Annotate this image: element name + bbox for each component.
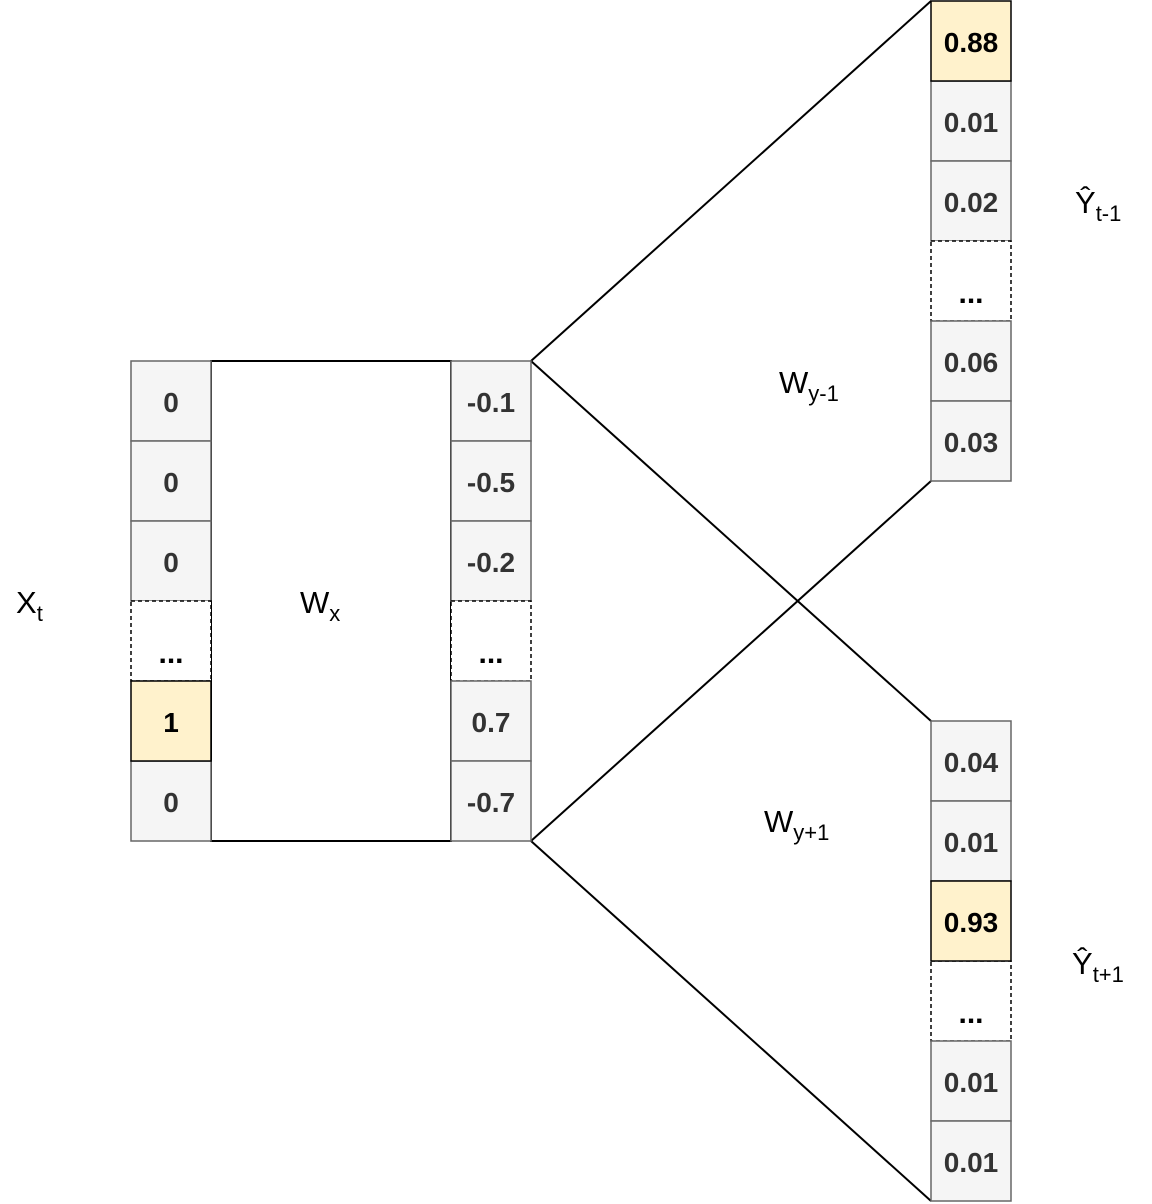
input-cell: ... <box>130 600 212 682</box>
cell-box-ellipsis <box>130 600 212 682</box>
cell-value: 0.02 <box>944 187 999 218</box>
output-prev-cell: 0.06 <box>930 320 1012 402</box>
cell-value: 0 <box>163 787 179 818</box>
output-prev-label: Ŷt-1 <box>1075 185 1122 226</box>
connector-hidden-to-next-bottom <box>530 840 932 1202</box>
output-next-cell: 0.01 <box>930 800 1012 882</box>
cell-box <box>450 360 532 442</box>
cell-box <box>450 760 532 842</box>
cell-box-ellipsis <box>930 960 1012 1042</box>
hidden-cell: -0.1 <box>450 360 532 442</box>
cell-value: 0.04 <box>944 747 999 778</box>
output-prev-cell: ... <box>930 240 1012 322</box>
hidden-cell: -0.2 <box>450 520 532 602</box>
output-prev-cell: 0.88 <box>930 0 1012 82</box>
cell-value: 0.88 <box>944 27 999 58</box>
cell-value: 0.03 <box>944 427 999 458</box>
cell-box-highlight <box>930 0 1012 82</box>
hidden-cell: ... <box>450 600 532 682</box>
cell-value: 0 <box>163 387 179 418</box>
cell-value: -0.7 <box>467 787 515 818</box>
cell-box-highlight <box>130 680 212 762</box>
input-vector-label: Xt <box>16 585 43 626</box>
cell-box <box>930 400 1012 482</box>
input-weights-matrix <box>210 360 452 842</box>
output-prev-cell: 0.02 <box>930 160 1012 242</box>
cell-value: ... <box>958 997 983 1030</box>
output-next-cell: 0.04 <box>930 720 1012 802</box>
cell-box <box>930 1120 1012 1202</box>
cell-value: 0.01 <box>944 107 999 138</box>
input-cell: 0 <box>130 440 212 522</box>
cell-value: 0.06 <box>944 347 999 378</box>
output-next-cell: 0.01 <box>930 1120 1012 1202</box>
cell-value: -0.2 <box>467 547 515 578</box>
output-prev-cell: 0.01 <box>930 80 1012 162</box>
output-next-cell: 0.93 <box>930 880 1012 962</box>
output-prev-cell: 0.03 <box>930 400 1012 482</box>
hidden-vector: -0.1 -0.5 -0.2... 0.7 -0.7 <box>450 360 532 842</box>
output-prev-weights-label: Wy-1 <box>779 365 839 406</box>
input-cell: 0 <box>130 520 212 602</box>
cell-box <box>930 800 1012 882</box>
hidden-cell: -0.5 <box>450 440 532 522</box>
cell-value: 0.01 <box>944 827 999 858</box>
cell-value: 0 <box>163 467 179 498</box>
cell-box-highlight <box>930 880 1012 962</box>
cell-box <box>930 80 1012 162</box>
hidden-cell: 0.7 <box>450 680 532 762</box>
cell-box <box>930 320 1012 402</box>
connector-lines <box>210 0 932 1202</box>
cell-value: 0 <box>163 547 179 578</box>
cell-box <box>130 520 212 602</box>
cell-value: 1 <box>163 707 179 738</box>
output-next-cell: 0.01 <box>930 1040 1012 1122</box>
cell-box <box>130 440 212 522</box>
output-next-vector: 0.04 0.01... 0.01 0.01 0.93 <box>930 720 1012 1202</box>
output-next-label: Ŷt+1 <box>1072 946 1124 987</box>
cell-box-ellipsis <box>930 240 1012 322</box>
cell-value: 0.01 <box>944 1147 999 1178</box>
input-cell: 0 <box>130 760 212 842</box>
output-prev-vector: 0.01 0.02... 0.06 0.03 0.88 <box>930 0 1012 482</box>
cell-value: -0.5 <box>467 467 515 498</box>
cell-box-ellipsis <box>450 600 532 682</box>
cell-value: ... <box>958 277 983 310</box>
cell-value: 0.93 <box>944 907 999 938</box>
cell-value: ... <box>478 637 503 670</box>
connector-hidden-to-next-top <box>530 360 932 722</box>
connector-hidden-to-prev-top <box>530 0 932 362</box>
output-next-cell: ... <box>930 960 1012 1042</box>
input-vector: 0 0 0... 0 1 <box>130 360 212 842</box>
output-next-weights-label: Wy+1 <box>764 804 830 845</box>
input-cell: 1 <box>130 680 212 762</box>
cell-box <box>130 760 212 842</box>
hidden-cell: -0.7 <box>450 760 532 842</box>
cell-value: ... <box>158 637 183 670</box>
cell-box <box>450 440 532 522</box>
cell-box <box>450 680 532 762</box>
cell-box <box>930 720 1012 802</box>
connector-hidden-to-prev-bottom <box>530 480 932 842</box>
cell-value: 0.7 <box>472 707 511 738</box>
cell-value: 0.01 <box>944 1067 999 1098</box>
input-weights-label: Wx <box>300 585 341 626</box>
input-cell: 0 <box>130 360 212 442</box>
cell-value: -0.1 <box>467 387 515 418</box>
